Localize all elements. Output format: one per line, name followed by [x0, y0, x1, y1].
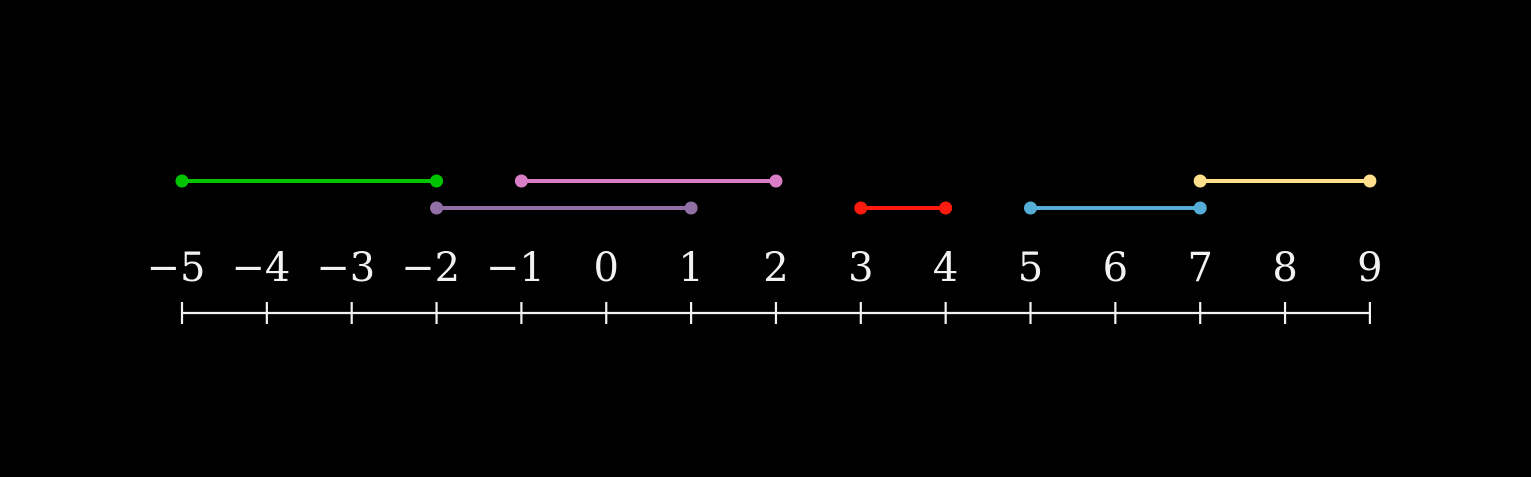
tick-label: 6: [1103, 245, 1128, 291]
interval-start-dot: [1024, 201, 1037, 215]
interval-green: [175, 174, 444, 188]
interval-end-dot: [430, 174, 444, 188]
interval-end-dot: [939, 201, 953, 215]
tick-labels-group: −5 −4 −3 −2 −1 0 1 2 3 4 5 6 7 8 9: [147, 245, 1383, 291]
interval-end-dot: [769, 174, 783, 188]
interval-end-dot: [1193, 201, 1207, 215]
tick-label: 7: [1187, 245, 1212, 291]
tick-label: 3: [848, 245, 873, 291]
interval-start-dot: [854, 201, 868, 215]
tick-label: 2: [763, 245, 788, 291]
tick-label: −5: [147, 245, 206, 291]
tick-label: 0: [594, 245, 619, 291]
interval-start-dot: [430, 201, 444, 215]
intervals-group: [175, 174, 1377, 215]
interval-end-dot: [1363, 174, 1377, 188]
interval-end-dot: [684, 201, 698, 215]
interval-start-dot: [1193, 174, 1207, 188]
tick-label: −2: [401, 245, 460, 291]
number-line-axis: [180, 302, 1372, 324]
interval-yellow: [1193, 174, 1377, 188]
interval-start-dot: [514, 174, 528, 188]
tick-label: 5: [1018, 245, 1043, 291]
interval-pink: [514, 174, 783, 188]
tick-label: 1: [678, 245, 703, 291]
tick-label: −1: [486, 245, 545, 291]
interval-blue: [1024, 201, 1207, 215]
tick-label: 4: [933, 245, 958, 291]
tick-label: −4: [231, 245, 290, 291]
interval-red: [854, 201, 953, 215]
interval-start-dot: [175, 174, 189, 188]
tick-label: −3: [316, 245, 375, 291]
tick-label: 8: [1272, 245, 1297, 291]
tick-label: 9: [1357, 245, 1382, 291]
interval-purple: [430, 201, 698, 215]
